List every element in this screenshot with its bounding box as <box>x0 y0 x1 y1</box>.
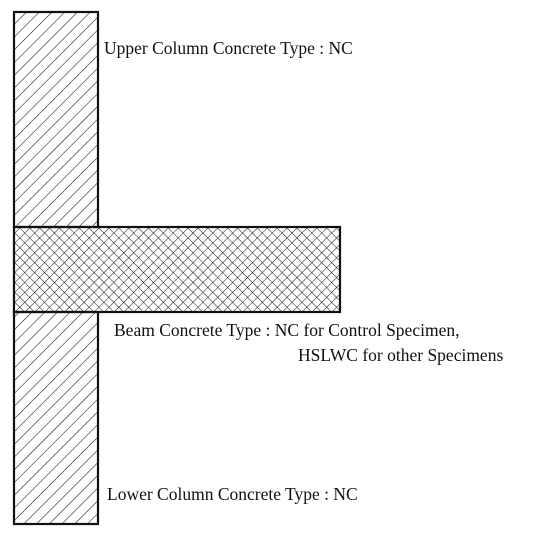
upper-column-label: Upper Column Concrete Type : NC <box>104 38 353 58</box>
beam-label-line1: Beam Concrete Type : NC for Control Spec… <box>114 320 459 340</box>
lower-column-label: Lower Column Concrete Type : NC <box>107 484 358 504</box>
lower-column <box>12 310 100 526</box>
beam <box>12 225 342 314</box>
beam-label-line2: HSLWC for other Specimens <box>298 345 503 365</box>
upper-column <box>12 10 100 229</box>
